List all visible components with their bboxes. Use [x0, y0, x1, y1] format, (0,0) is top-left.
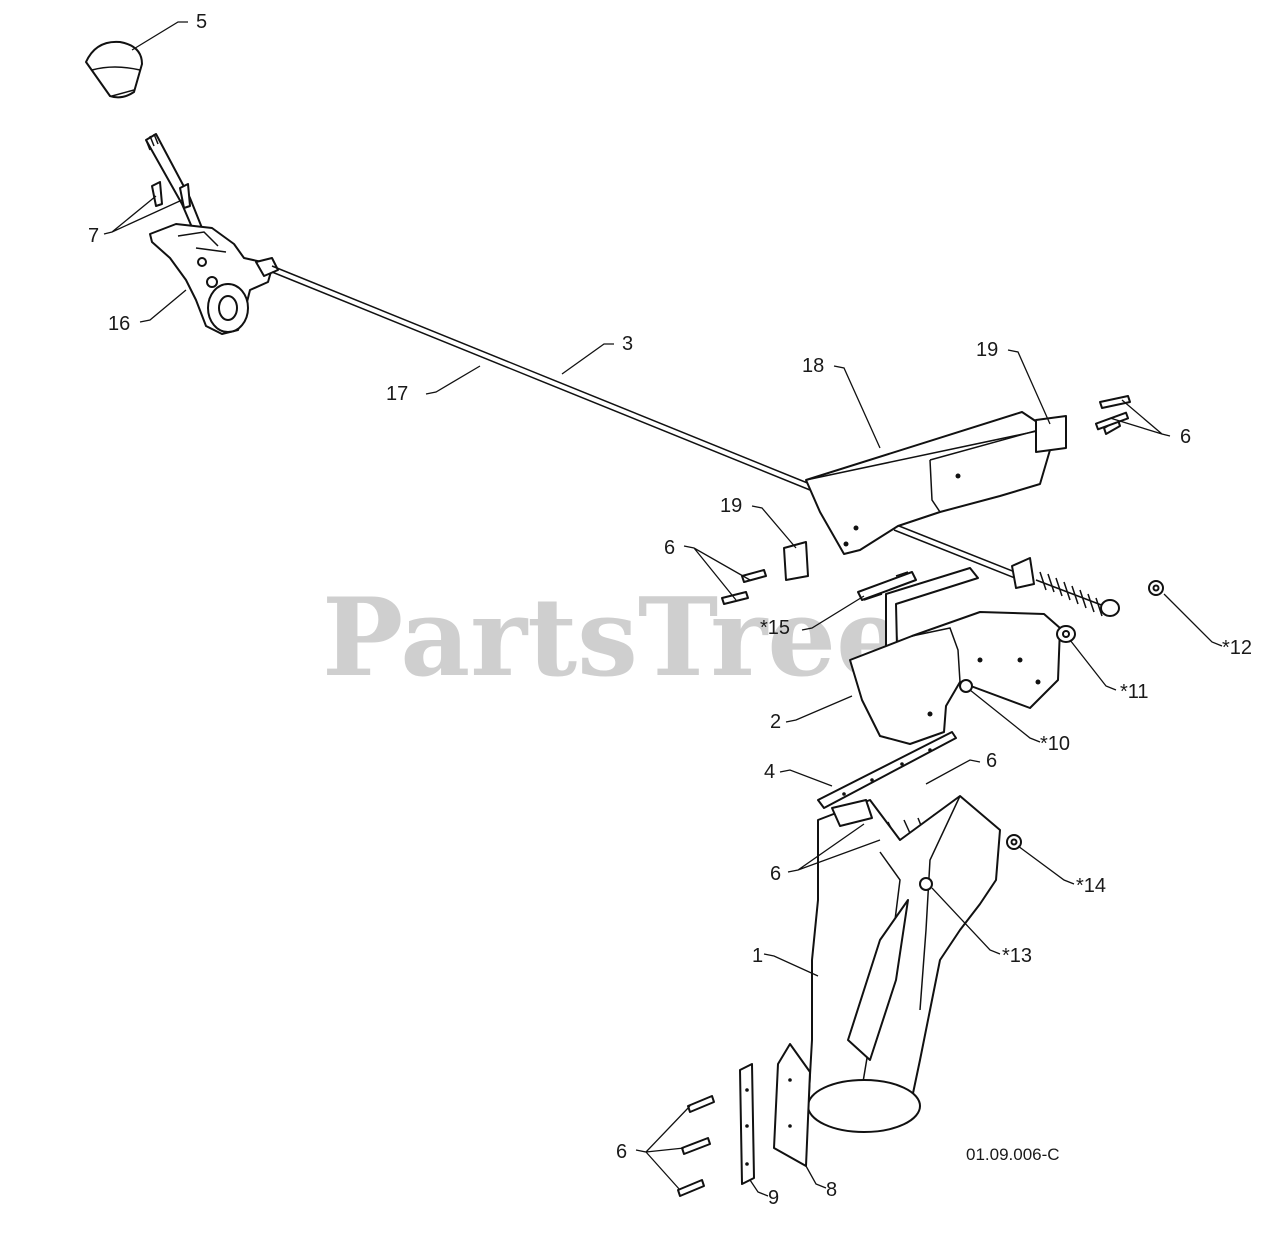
callout-6-upper-right: 6 — [1180, 426, 1191, 448]
callout-15: *15 — [760, 617, 790, 639]
callout-2: 2 — [770, 711, 781, 733]
part-bolts-lower — [677, 1095, 715, 1197]
callout-10: *10 — [1040, 733, 1070, 755]
callout-5: 5 — [196, 11, 207, 33]
callout-6-lower: 6 — [616, 1141, 627, 1163]
part-shift-lever-bracket — [145, 133, 279, 335]
callout-12: *12 — [1222, 637, 1252, 659]
callout-17: 17 — [386, 383, 408, 405]
callout-13: *13 — [1002, 945, 1032, 967]
callout-3: 3 — [622, 333, 633, 355]
part-knob — [85, 40, 143, 99]
callout-14: *14 — [1076, 875, 1106, 897]
part-deflector — [849, 567, 1061, 745]
part-deflector-housing — [783, 411, 1067, 581]
callout-labels: 5 7 16 17 3 18 19 6 19 6 *15 *12 *11 2 *… — [88, 11, 1252, 1209]
callout-6-middle: 6 — [986, 750, 997, 772]
part-strip-9 — [739, 1063, 755, 1185]
callout-6-left: 6 — [664, 537, 675, 559]
callout-4: 4 — [764, 761, 775, 783]
watermark: PartsTree — [322, 575, 905, 701]
part-control-rod — [271, 265, 1120, 617]
callout-7: 7 — [88, 225, 99, 247]
callout-16: 16 — [108, 313, 130, 335]
callout-6-chute: 6 — [770, 863, 781, 885]
callout-1: 1 — [752, 945, 763, 967]
part-chute — [807, 795, 1001, 1133]
callout-8: 8 — [826, 1179, 837, 1201]
part-plate — [817, 731, 957, 847]
callout-19-upper: 19 — [976, 339, 998, 361]
callout-18: 18 — [802, 355, 824, 377]
callout-19-lower: 19 — [720, 495, 742, 517]
leader-lines — [103, 21, 1223, 1197]
callout-9: 9 — [768, 1187, 779, 1209]
callout-11: *11 — [1120, 681, 1149, 703]
part-strip-8 — [773, 1043, 811, 1167]
drawing-code: 01.09.006-C — [966, 1145, 1060, 1164]
